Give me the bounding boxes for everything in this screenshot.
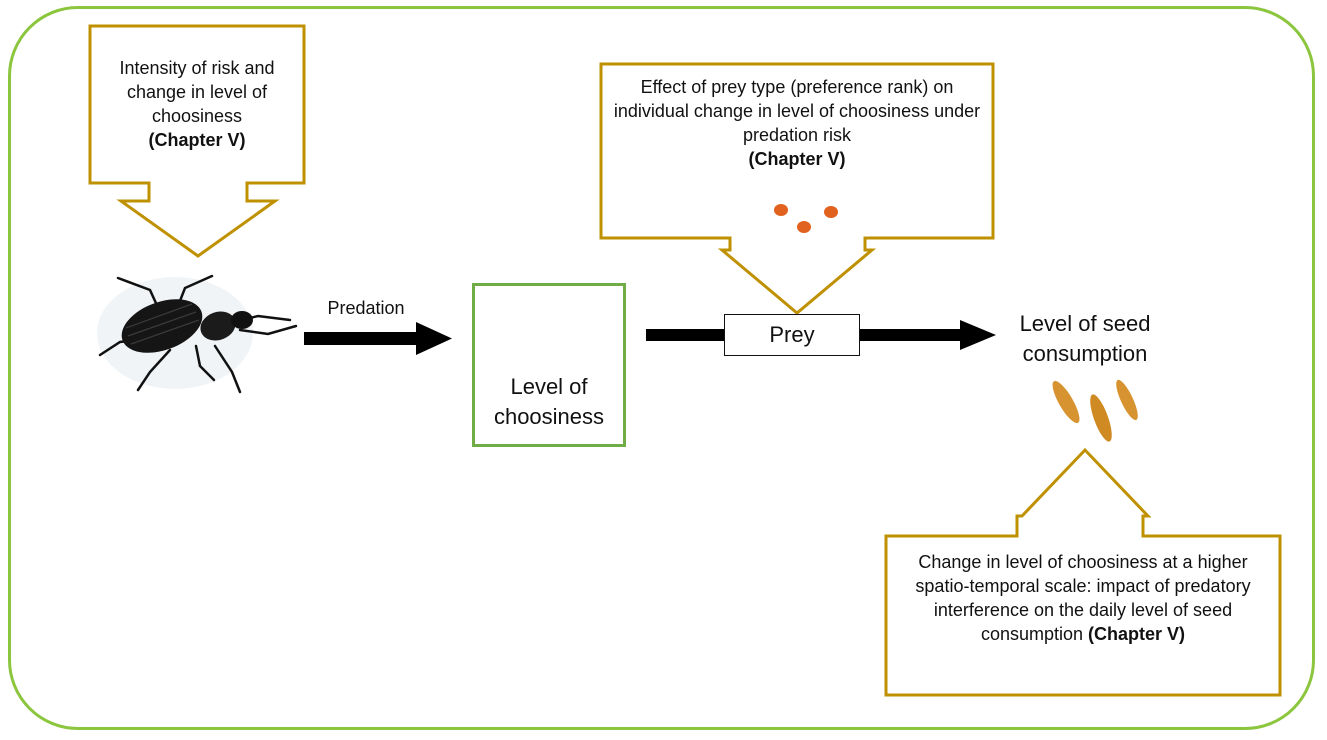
predation-label: Predation: [327, 298, 405, 318]
callout-top-right-chapter: (Chapter V): [748, 149, 846, 169]
prey-label: Prey: [769, 322, 815, 347]
callout-top-left-text: Intensity of risk and change in level of…: [96, 56, 298, 152]
prey-to-seed-arrow: [858, 320, 996, 350]
choosiness-to-prey-line: [646, 329, 726, 341]
callout-top-left-body: Intensity of risk and change in level of…: [119, 58, 275, 126]
callout-bottom-right-shape: [884, 447, 1282, 697]
seed-consumption-label: Level of seed consumption: [1019, 311, 1151, 366]
callout-top-right-shape: [599, 62, 995, 315]
callout-top-left-shape: [88, 24, 306, 258]
callout-bottom-right-text: Change in level of choosiness at a highe…: [900, 550, 1266, 646]
diagram-frame: [8, 6, 1315, 730]
callout-bottom-right-chapter: (Chapter V): [1088, 624, 1186, 644]
prey-box: Prey: [724, 314, 860, 356]
seed-consumption-icon: [1052, 379, 1138, 442]
choosiness-label: Level of choosiness: [493, 374, 605, 429]
ground-beetle-icon: [97, 274, 298, 394]
callout-bottom-right-body: Change in level of choosiness at a highe…: [915, 552, 1251, 644]
callout-top-right-text: Effect of prey type (preference rank) on…: [612, 75, 982, 171]
choosiness-box: [472, 283, 626, 447]
predation-arrow: [304, 322, 452, 355]
callout-top-right-body: Effect of prey type (preference rank) on…: [613, 77, 981, 145]
prey-seeds-icon: [774, 204, 838, 233]
callout-top-left-chapter: (Chapter V): [148, 130, 246, 150]
